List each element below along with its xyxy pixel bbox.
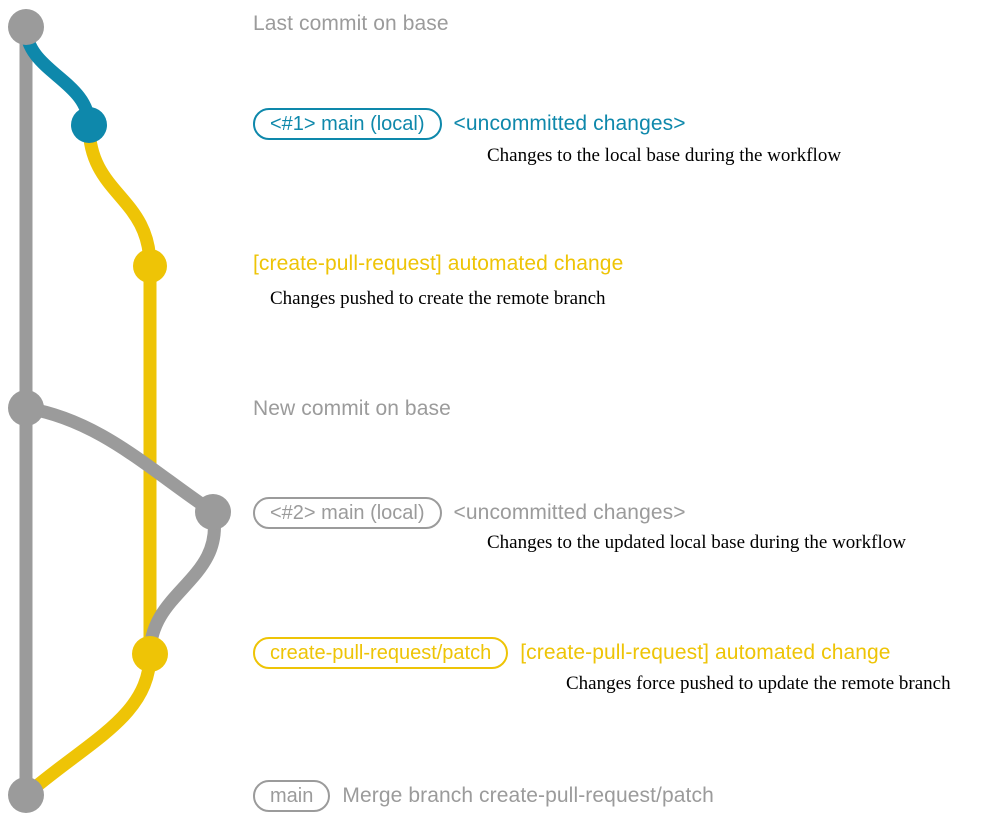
commit-node-base-merge[interactable] <box>8 777 44 813</box>
row-local-2: <#2> main (local) <uncommitted changes> <box>253 497 686 529</box>
commit-message-remote-2: [create-pull-request] automated change <box>520 641 891 664</box>
commit-message-remote-1: [create-pull-request] automated change <box>253 252 624 275</box>
edge-local-1-to-remote-1 <box>82 118 157 273</box>
row-local-1: <#1> main (local) <uncommitted changes> <box>253 108 686 140</box>
commit-node-local-1[interactable] <box>71 107 107 143</box>
row-remote-1: [create-pull-request] automated change <box>253 252 623 276</box>
commit-message-local-1: <uncommitted changes> <box>453 112 686 135</box>
row-new-commit: New commit on base <box>253 397 451 421</box>
branch-pill-local-2[interactable]: <#2> main (local) <box>253 497 442 529</box>
commit-detail-remote-2: Changes force pushed to update the remot… <box>566 673 951 694</box>
edge-base-new-to-local-2 <box>19 401 220 519</box>
edge-remote-2-to-merge <box>19 647 157 802</box>
edge-local-2-to-remote-2 <box>143 505 221 661</box>
commit-node-remote-1[interactable] <box>133 249 167 283</box>
commit-message-local-2: <uncommitted changes> <box>453 501 686 524</box>
branch-pill-remote-2[interactable]: create-pull-request/patch <box>253 637 509 669</box>
commit-message-new-commit: New commit on base <box>253 397 451 420</box>
commit-message-merge: Merge branch create-pull-request/patch <box>342 784 714 807</box>
row-remote-2: create-pull-request/patch [create-pull-r… <box>253 637 891 669</box>
commit-detail-local-2: Changes to the updated local base during… <box>487 532 906 553</box>
commit-nodes <box>8 9 231 813</box>
commit-message-last-commit: Last commit on base <box>253 12 449 35</box>
commit-node-base-new[interactable] <box>8 390 44 426</box>
commit-node-remote-2[interactable] <box>132 636 168 672</box>
branch-pill-local-1[interactable]: <#1> main (local) <box>253 108 442 140</box>
commit-detail-remote-1: Changes pushed to create the remote bran… <box>270 288 606 309</box>
branch-pill-main[interactable]: main <box>253 780 331 812</box>
commit-node-local-2[interactable] <box>195 494 231 530</box>
commit-node-base-last[interactable] <box>8 9 44 45</box>
row-last-commit: Last commit on base <box>253 12 449 36</box>
commit-detail-local-1: Changes to the local base during the wor… <box>487 145 842 166</box>
row-merge: main Merge branch create-pull-request/pa… <box>253 780 714 812</box>
